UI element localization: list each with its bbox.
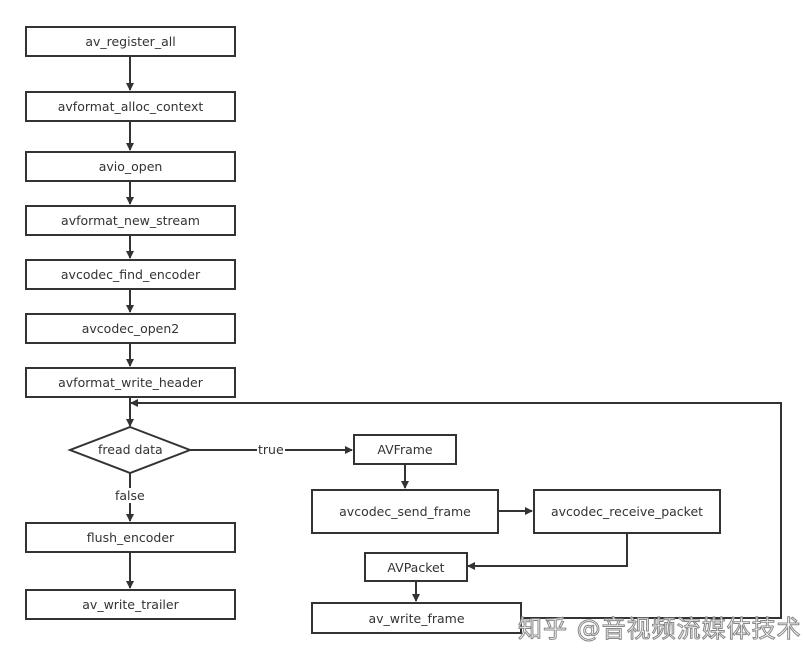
decision-label: fread data <box>98 442 163 457</box>
decision-diamond <box>67 425 193 475</box>
node-avcodec-find-encoder: avcodec_find_encoder <box>25 259 236 290</box>
edge-label-true: true <box>257 442 285 457</box>
node-avcodec-receive-packet: avcodec_receive_packet <box>533 489 721 534</box>
node-av-write-frame: av_write_frame <box>311 602 522 634</box>
arrow <box>467 533 628 570</box>
node-av-write-trailer: av_write_trailer <box>25 589 236 620</box>
edge-label-false: false <box>114 488 146 503</box>
watermark: 知乎 @音视频流媒体技术 <box>518 615 802 644</box>
node-avpacket: AVPacket <box>364 552 468 582</box>
node-avformat-new-stream: avformat_new_stream <box>25 205 236 236</box>
node-flush-encoder: flush_encoder <box>25 522 236 553</box>
node-avcodec-send-frame: avcodec_send_frame <box>311 489 499 534</box>
node-avio-open: avio_open <box>25 151 236 182</box>
node-avformat-alloc-context: avformat_alloc_context <box>25 91 236 122</box>
loop-arrow <box>130 399 782 619</box>
node-avformat-write-header: avformat_write_header <box>25 367 236 398</box>
node-av-register-all: av_register_all <box>25 26 236 57</box>
node-avframe: AVFrame <box>353 434 457 465</box>
node-avcodec-open2: avcodec_open2 <box>25 313 236 344</box>
